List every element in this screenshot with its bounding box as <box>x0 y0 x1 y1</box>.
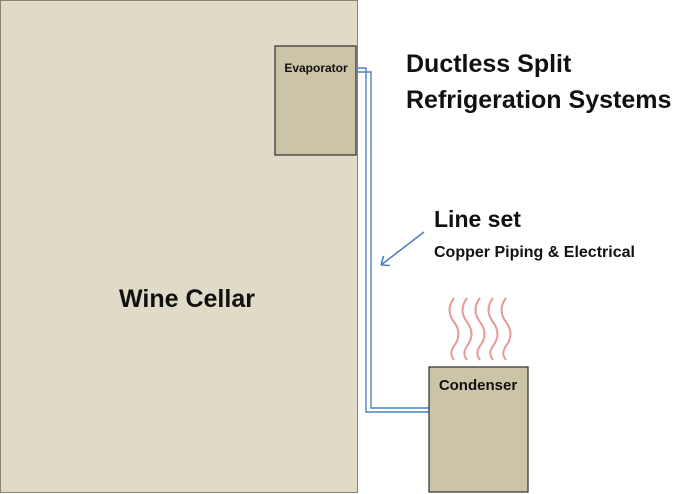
line-set-arrow-icon <box>380 231 425 267</box>
line-set-label: Line set <box>434 206 521 232</box>
condenser-label: Condenser <box>439 377 518 394</box>
line-set-piping <box>356 67 429 413</box>
condenser-unit <box>428 366 529 493</box>
diagram-title-line2: Refrigeration Systems <box>406 86 671 114</box>
evaporator-label: Evaporator <box>284 61 348 75</box>
wine-cellar-label: Wine Cellar <box>119 285 255 313</box>
heat-waves-icon <box>448 297 512 361</box>
evaporator-unit <box>274 45 357 156</box>
line-set-sublabel: Copper Piping & Electrical <box>434 244 635 261</box>
diagram-title-line1: Ductless Split <box>406 50 572 78</box>
